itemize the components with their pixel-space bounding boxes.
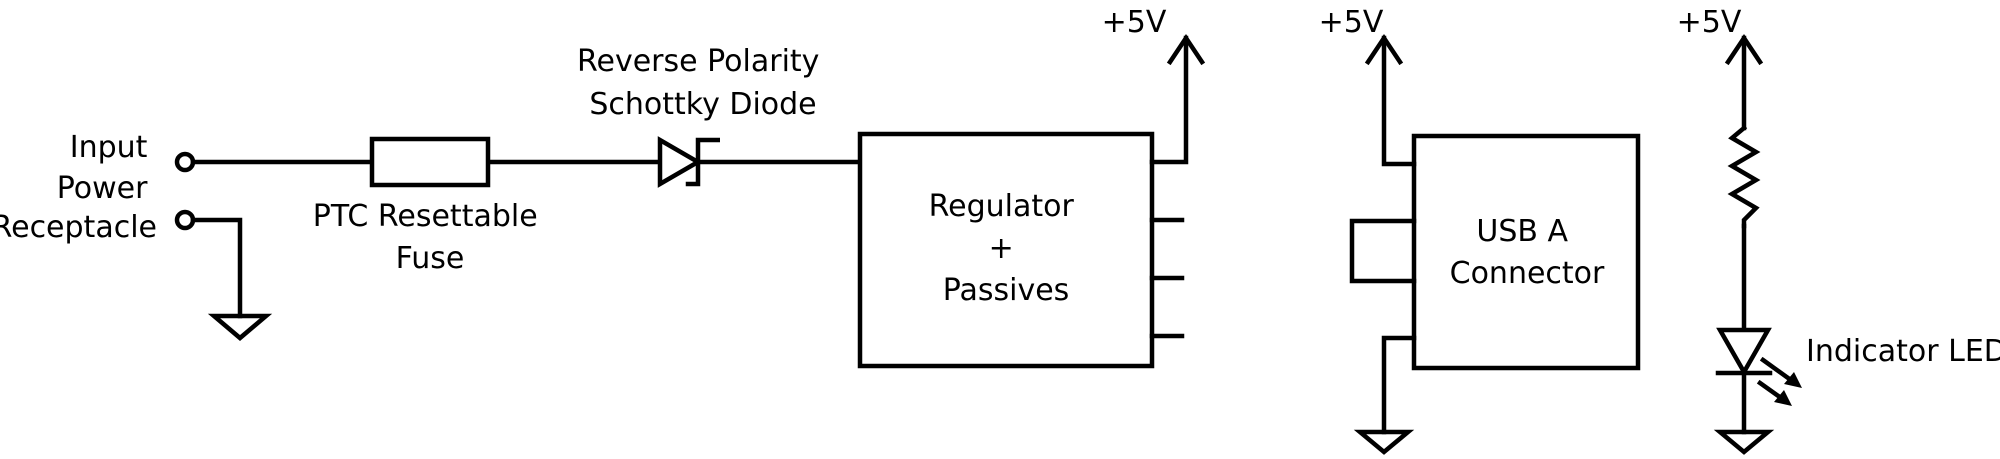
usb-connector-box	[1411, 133, 1641, 371]
usb-ground-wire	[1381, 335, 1417, 435]
input-terminal-ground	[174, 209, 196, 231]
usb-vbus-wire	[1381, 35, 1417, 167]
usb-shield-tab	[1349, 218, 1417, 284]
schottky-diode: Reverse Polarity Schottky Diode	[577, 44, 829, 188]
regulator-output-wire	[1149, 35, 1189, 165]
wire-input-ground	[190, 217, 243, 319]
usb-a-connector: USB A Connector +5V	[1319, 5, 1641, 455]
ptc-fuse-label: PTC Resettable Fuse	[313, 199, 547, 276]
regulator-box	[857, 131, 1155, 369]
current-limit-resistor	[1727, 124, 1761, 229]
plus5v-arrow-regulator	[1166, 33, 1206, 66]
led-triangle	[1716, 327, 1772, 377]
indicator-led-label: Indicator LED	[1806, 334, 2000, 369]
rail-label-usb: +5V	[1319, 5, 1384, 40]
input-terminal-positive	[174, 151, 196, 173]
rail-label-led: +5V	[1677, 5, 1742, 40]
led-emission-arrowhead-2	[1774, 390, 1792, 406]
led-emission-arrowhead-1	[1784, 372, 1802, 388]
usb-connector-label: USB A Connector	[1450, 214, 1605, 291]
ground-symbol-input	[207, 313, 273, 341]
ground-symbol-usb	[1353, 429, 1415, 455]
indicator-led-branch: +5V Indicator LED	[1677, 5, 2000, 455]
diode-triangle	[657, 136, 703, 188]
diode-cathode-bar	[685, 137, 720, 187]
fuse-body	[369, 136, 491, 188]
regulator-label: Regulator + Passives	[929, 189, 1084, 308]
regulator-block: Regulator + Passives +5V	[857, 5, 1206, 369]
plus5v-arrow-usb	[1364, 33, 1404, 66]
ptc-resettable-fuse: PTC Resettable Fuse	[313, 136, 547, 276]
input-power-receptacle: Input Power Receptacle	[0, 130, 196, 245]
input-power-label: Input Power Receptacle	[0, 130, 157, 245]
rail-label-regulator: +5V	[1102, 5, 1167, 40]
ground-symbol-led	[1713, 429, 1775, 455]
schottky-diode-label: Reverse Polarity Schottky Diode	[577, 44, 829, 122]
